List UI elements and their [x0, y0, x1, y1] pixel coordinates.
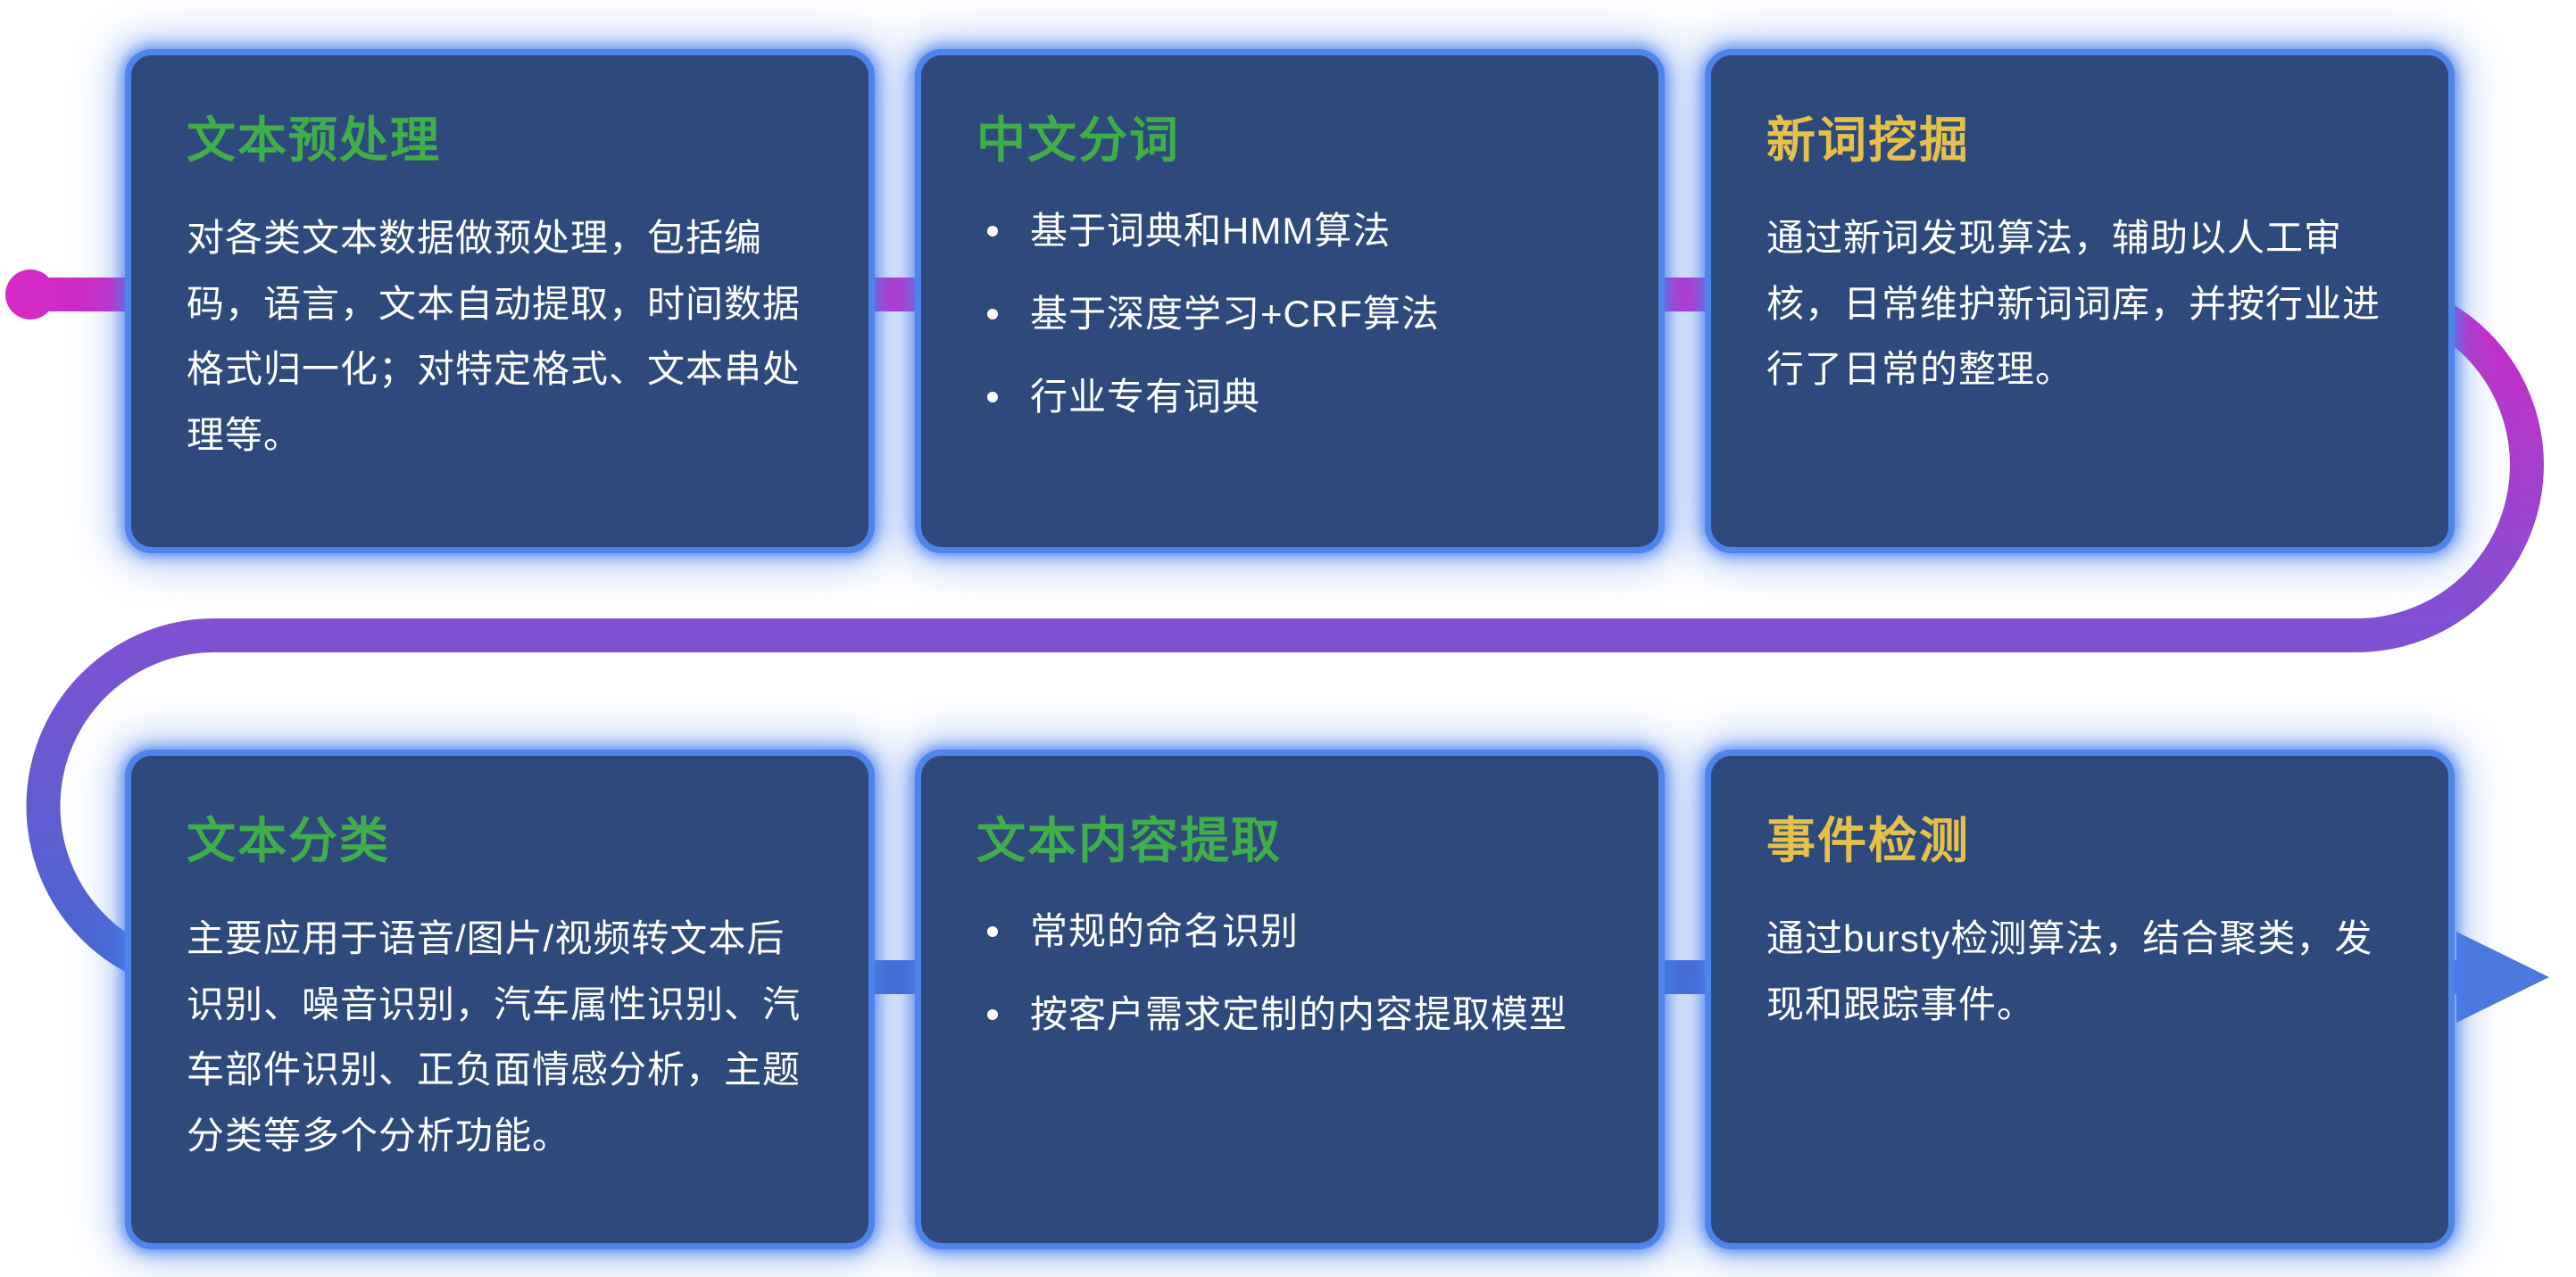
bullet-dot-icon: [987, 226, 998, 236]
flow-path: [26, 278, 2544, 994]
bullet-item: 基于深度学习+CRF算法: [976, 288, 1603, 341]
flow-arrow-icon: [2456, 932, 2549, 1023]
card-new-word-mining: 新词挖掘 通过新词发现算法，辅助以人工审核，日常维护新词词库，并按行业进行了日常…: [1705, 49, 2455, 553]
card-title: 文本内容提取: [976, 813, 1283, 868]
card-title: 文本分类: [187, 813, 391, 868]
bullet-text: 常规的命名识别: [1030, 910, 1300, 952]
bullet-dot-icon: [987, 391, 998, 402]
card-event-detection: 事件检测 通过bursty检测算法，结合聚类，发现和跟踪事件。: [1705, 750, 2455, 1249]
card-text-classification: 文本分类 主要应用于语音/图片/视频转文本后识别、噪音识别，汽车属性识别、汽车部…: [125, 750, 875, 1249]
bullet-dot-icon: [987, 1008, 998, 1020]
card-text-content-extraction: 文本内容提取 常规的命名识别 按客户需求定制的内容提取模型: [915, 750, 1665, 1249]
bullet-item: 基于词典和HMM算法: [976, 205, 1603, 258]
card-body: 对各类文本数据做预处理，包括编码，语言，文本自动提取，时间数据格式归一化；对特定…: [187, 217, 802, 456]
card-body: 通过bursty检测算法，结合聚类，发现和跟踪事件。: [1766, 917, 2373, 1025]
card-title: 文本预处理: [187, 112, 442, 168]
card-body: 主要应用于语音/图片/视频转文本后识别、噪音识别，汽车属性识别、汽车部件识别、正…: [187, 917, 802, 1157]
card-chinese-word-segmentation: 中文分词 基于词典和HMM算法 基于深度学习+CRF算法 行业专有词典: [915, 49, 1665, 553]
card-title: 中文分词: [976, 112, 1181, 168]
flow-start-dot: [5, 269, 55, 319]
bullet-item: 行业专有词典: [976, 371, 1603, 424]
bullet-item: 常规的命名识别: [976, 906, 1603, 958]
card-bullet-list: 基于词典和HMM算法 基于深度学习+CRF算法 行业专有词典: [976, 205, 1603, 423]
bullet-text: 基于深度学习+CRF算法: [1030, 292, 1440, 335]
card-title: 新词挖掘: [1766, 112, 1971, 168]
bullet-dot-icon: [987, 926, 998, 937]
bullet-item: 按客户需求定制的内容提取模型: [976, 989, 1603, 1041]
card-text-preprocessing: 文本预处理 对各类文本数据做预处理，包括编码，语言，文本自动提取，时间数据格式归…: [125, 49, 875, 553]
card-body: 通过新词发现算法，辅助以人工审核，日常维护新词词库，并按行业进行了日常的整理。: [1766, 217, 2381, 390]
bullet-text: 基于词典和HMM算法: [1030, 210, 1392, 252]
bullet-text: 按客户需求定制的内容提取模型: [1030, 992, 1568, 1035]
card-title: 事件检测: [1766, 813, 1971, 868]
bullet-dot-icon: [987, 308, 998, 319]
card-bullet-list: 常规的命名识别 按客户需求定制的内容提取模型: [976, 906, 1603, 1041]
bullet-text: 行业专有词典: [1030, 375, 1261, 418]
